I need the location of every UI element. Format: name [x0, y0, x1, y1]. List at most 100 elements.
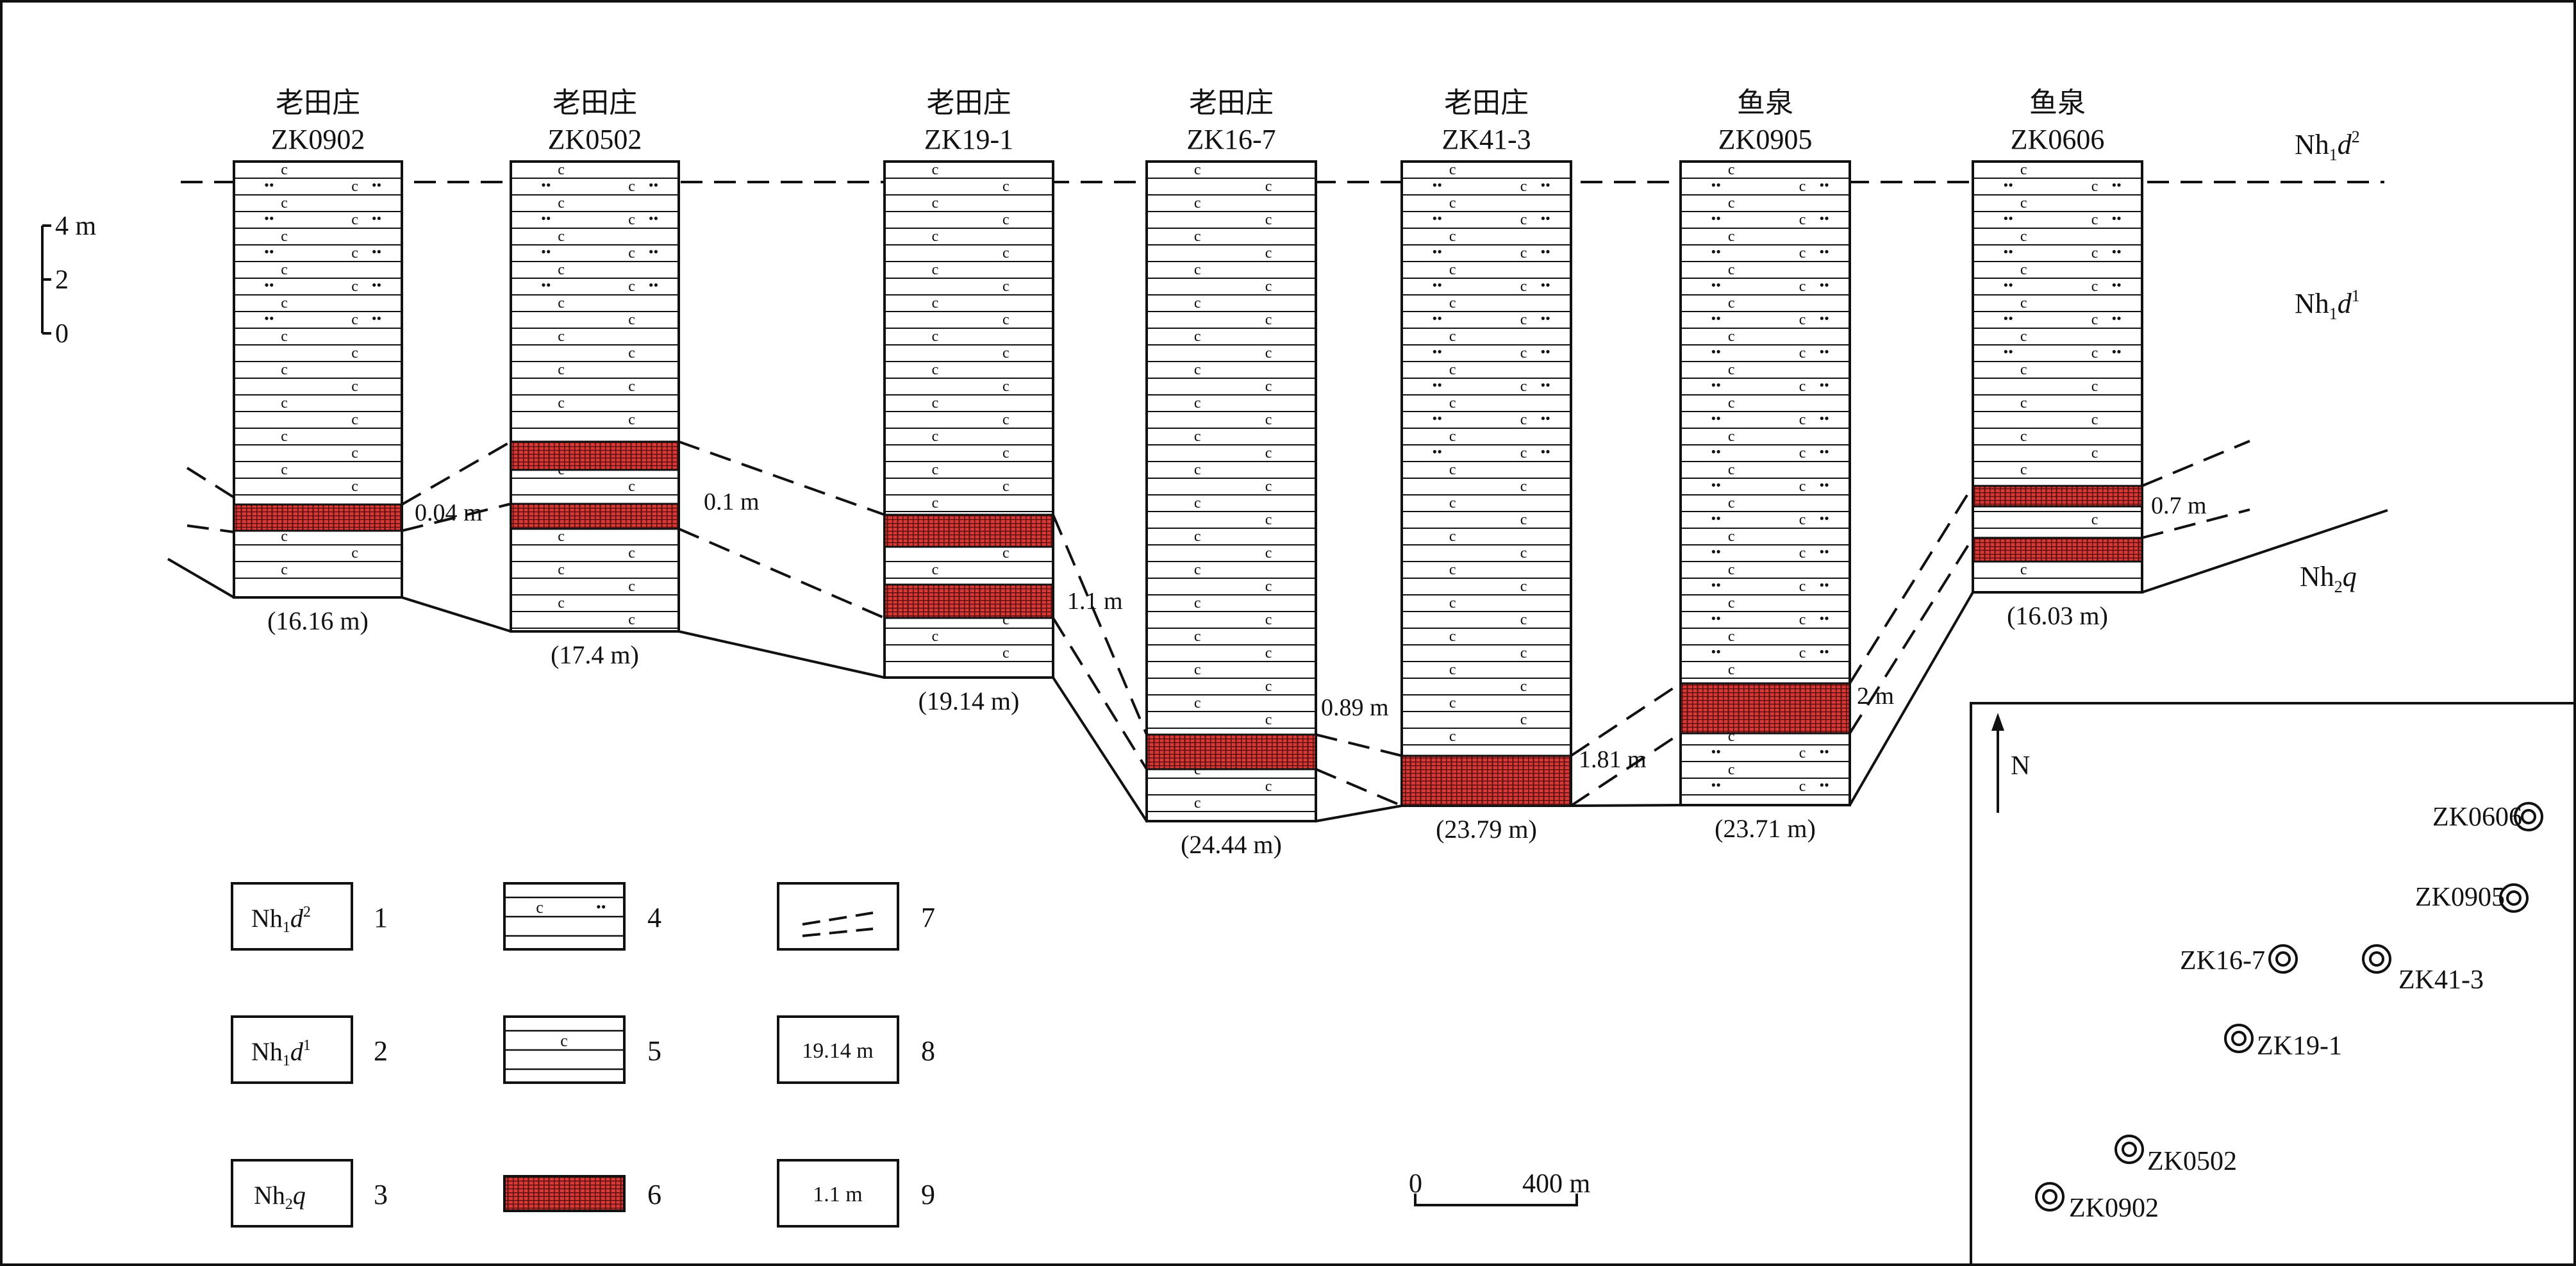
- lithology-dots: ••: [1433, 444, 1442, 460]
- scale-top-label: 4 m: [55, 212, 97, 241]
- thickness-label: 0.89 m: [1321, 694, 1389, 721]
- thickness-label: 0.04 m: [415, 499, 483, 526]
- lithology-dots: ••: [372, 244, 381, 260]
- lithology-c-symbol: c: [1194, 595, 1201, 612]
- lithology-c-symbol: c: [1265, 645, 1272, 662]
- lithology-dots: ••: [541, 177, 551, 193]
- lithology-c-symbol: c: [932, 628, 939, 645]
- strat-label-nh1d1: Nh1d1: [2295, 287, 2360, 323]
- lithology-c-symbol: c: [1002, 212, 1010, 228]
- lithology-c-symbol: c: [1265, 345, 1272, 362]
- lithology-dots: ••: [1711, 310, 1721, 326]
- lithology-c-symbol: c: [1449, 195, 1456, 212]
- legend-num-2: 2: [374, 1035, 388, 1067]
- lithology-c-symbol: c: [1728, 595, 1735, 612]
- lithology-c-symbol: c: [1449, 462, 1456, 478]
- legend-strat-1: Nh1d2: [251, 904, 311, 936]
- lithology-c-symbol: c: [1520, 378, 1527, 395]
- north-arrow-head: [1991, 713, 2004, 731]
- solid-base-line-2: [678, 630, 885, 679]
- lithology-c-symbol: c: [932, 428, 939, 445]
- lithology-dots: ••: [1819, 244, 1829, 260]
- well-marker-outer: [2268, 944, 2298, 974]
- column-frame: [510, 160, 680, 633]
- location-map: N ZK0606ZK0905ZK16-7ZK41-3ZK19-1ZK0502ZK…: [1970, 702, 2576, 1266]
- borehole-column-ZK0902: cc••••cc••••cc••••cc••••cc••••cccccccccc…: [233, 87, 403, 635]
- lithology-dots: ••: [2111, 310, 2121, 326]
- column-id: ZK41-3: [1442, 124, 1531, 155]
- lithology-c-symbol: c: [932, 295, 939, 312]
- lithology-c-symbol: c: [281, 228, 288, 245]
- lithology-c-symbol: c: [1520, 312, 1527, 328]
- lithology-c-symbol: c: [1265, 178, 1272, 195]
- lithology-c-symbol: c: [1520, 278, 1527, 295]
- lithology-c-symbol: c: [932, 462, 939, 478]
- legend-dolomite-symbol: c: [504, 1029, 624, 1070]
- lithology-c-symbol: c: [1194, 562, 1201, 578]
- well-marker-inner: [2275, 951, 2291, 967]
- lithology-c-symbol: c: [1728, 628, 1735, 645]
- map-wells: ZK0606ZK0905ZK16-7ZK41-3ZK19-1ZK0502ZK09…: [2035, 802, 2543, 1223]
- lithology-c-symbol: c: [1799, 445, 1806, 462]
- lithology-dots: ••: [1711, 610, 1721, 626]
- lithology-dots: ••: [649, 277, 658, 293]
- lithology-c-symbol: c: [628, 612, 635, 628]
- lithology-dots: ••: [1711, 244, 1721, 260]
- lithology-dots: ••: [1433, 244, 1442, 260]
- lithology-c-symbol: c: [1449, 262, 1456, 278]
- lithology-dots: ••: [1819, 644, 1829, 660]
- well-label: ZK0502: [2147, 1147, 2237, 1176]
- dashed-correlation-line-2: [187, 524, 235, 533]
- legend-num-6: 6: [647, 1179, 661, 1210]
- column-depth: (16.03 m): [2007, 601, 2108, 630]
- lithology-dots: ••: [1711, 777, 1721, 793]
- lithology-c-symbol: c: [1265, 445, 1272, 462]
- legend-num-1: 1: [374, 902, 388, 933]
- lithology-dots: ••: [264, 210, 274, 226]
- lithology-c-symbol: c: [628, 212, 635, 228]
- lithology-c-symbol: c: [1002, 312, 1010, 328]
- lithology-c-symbol: c: [1799, 312, 1806, 328]
- legend-box-7: [777, 882, 899, 951]
- dashed-correlation-line-4: [401, 503, 511, 532]
- lithology-dots: ••: [1711, 544, 1721, 560]
- lithology-c-symbol: c: [1194, 395, 1201, 412]
- lithology-dots: ••: [1819, 410, 1829, 426]
- lithology-c-symbol: c: [1265, 545, 1272, 562]
- lithology-c-symbol: c: [1728, 728, 1735, 745]
- lithology-c-symbol: c: [1194, 695, 1201, 712]
- lithology-c-symbol: c: [628, 478, 635, 495]
- lithology-c-symbol: c: [2091, 445, 2098, 462]
- lithology-c-symbol: c: [351, 345, 358, 362]
- scale-bar-zero: 0: [1409, 1169, 1422, 1199]
- lithology-dots: ••: [1433, 410, 1442, 426]
- ore-band: [1679, 682, 1851, 735]
- lithology-dots: ••: [1540, 410, 1550, 426]
- lithology-c-symbol: c: [1265, 778, 1272, 795]
- solid-base-line-4: [1315, 804, 1402, 822]
- lithology-c-symbol: c: [1194, 662, 1201, 678]
- lithology-c-symbol: c: [1265, 378, 1272, 395]
- lithology-c-symbol: c: [351, 278, 358, 295]
- legend-c-symbol: c: [536, 898, 544, 917]
- lithology-dots: ••: [1540, 444, 1550, 460]
- lithology-dots: ••: [1433, 377, 1442, 393]
- lithology-c-symbol: c: [1194, 795, 1201, 812]
- legend-c-symbol: c: [560, 1031, 568, 1050]
- lithology-c-symbol: c: [1728, 662, 1735, 678]
- lithology-dots: ••: [1711, 344, 1721, 360]
- dashed-correlation-line-1: [186, 467, 235, 499]
- lithology-c-symbol: c: [1728, 495, 1735, 512]
- lithology-c-symbol: c: [628, 412, 635, 428]
- lithology-dots: ••: [1819, 510, 1829, 526]
- lithology-c-symbol: c: [1265, 578, 1272, 595]
- lithology-dots: ••: [1819, 544, 1829, 560]
- lithology-dots: ••: [372, 177, 381, 193]
- legend-num-7: 7: [921, 902, 935, 933]
- well-marker-outer: [2362, 944, 2391, 974]
- lithology-c-symbol: c: [1449, 528, 1456, 545]
- lithology-c-symbol: c: [1520, 645, 1527, 662]
- scale-bar-value: 400 m: [1522, 1169, 1591, 1199]
- well-marker-outer: [2115, 1135, 2144, 1164]
- lithology-dots: ••: [649, 244, 658, 260]
